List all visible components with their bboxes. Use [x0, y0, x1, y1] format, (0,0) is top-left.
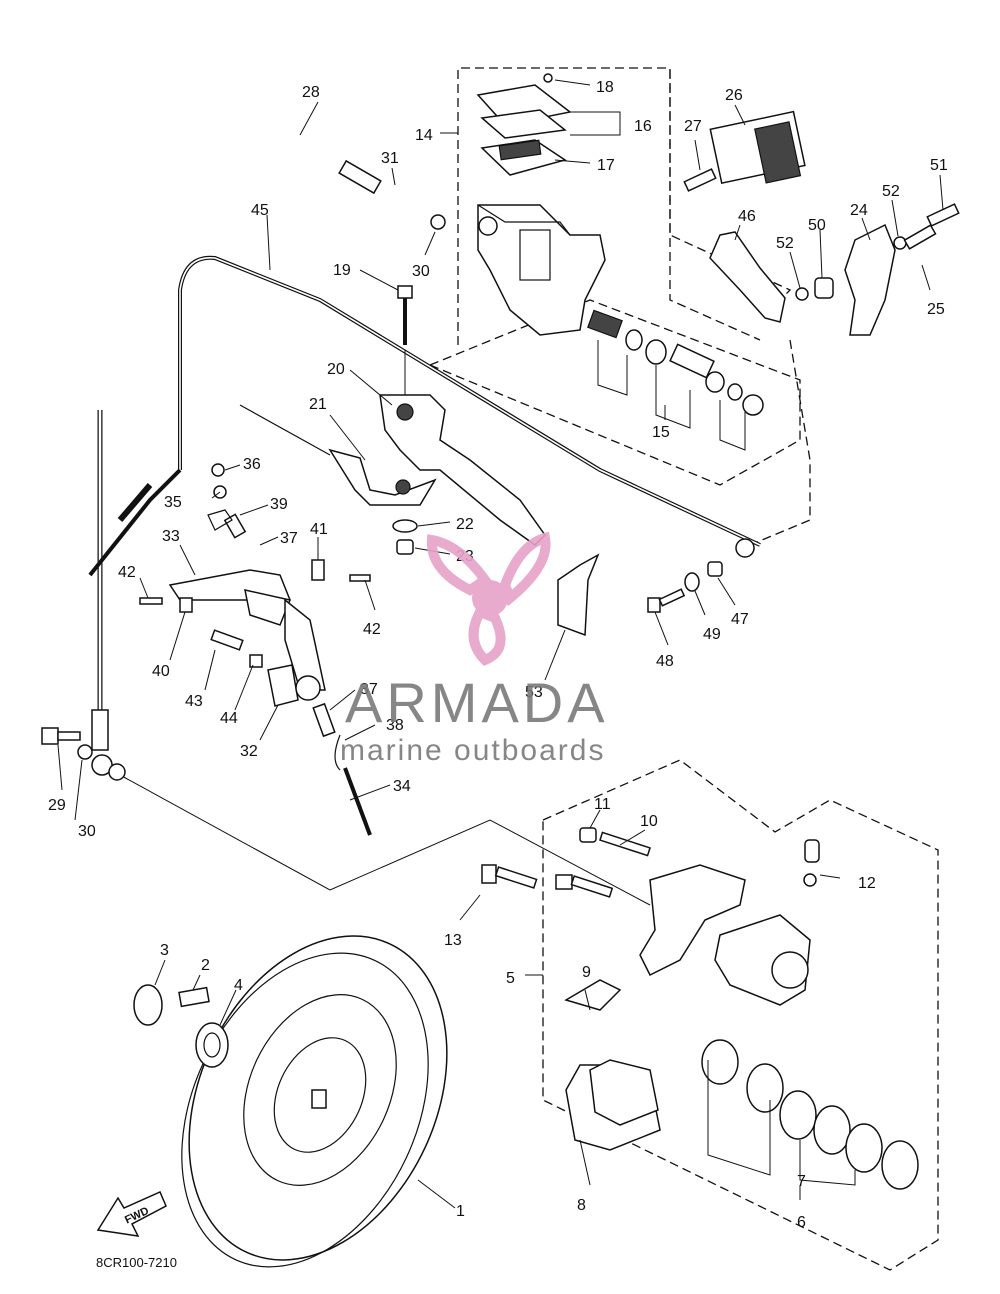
callout-30-lower: 30 [78, 823, 96, 840]
piston-parts [587, 309, 764, 451]
callout-43: 43 [185, 693, 203, 710]
callout-44: 44 [220, 710, 238, 727]
brake-disc [181, 935, 448, 1268]
small-hardware-right [557, 553, 723, 637]
callout-4: 4 [234, 977, 243, 994]
disc-hardware [133, 984, 229, 1068]
callout-49: 49 [703, 626, 721, 643]
callout-46: 46 [738, 208, 756, 225]
callout-labels: 1 2 3 4 5 6 7 8 9 10 11 12 13 14 15 16 1… [48, 79, 948, 1231]
callout-35: 35 [164, 494, 182, 511]
caliper-assembly [481, 827, 919, 1190]
master-cylinder [397, 73, 764, 451]
watermark-tagline: marine outboards [340, 734, 605, 767]
callout-36: 36 [243, 456, 261, 473]
callout-52-right: 52 [882, 183, 900, 200]
callout-14: 14 [415, 127, 433, 144]
callout-45: 45 [251, 202, 269, 219]
callout-52-left: 52 [776, 235, 794, 252]
callout-29: 29 [48, 797, 66, 814]
callout-12: 12 [858, 875, 876, 892]
propeller-logo-icon [426, 531, 551, 666]
nut-23 [396, 539, 414, 555]
callout-28: 28 [302, 84, 320, 101]
brake-cable-45 [88, 255, 761, 577]
callout-2: 2 [201, 957, 210, 974]
callout-33: 33 [162, 528, 180, 545]
callout-47: 47 [731, 611, 749, 628]
callout-19: 19 [333, 262, 351, 279]
callout-15: 15 [652, 424, 670, 441]
callout-48: 48 [656, 653, 674, 670]
callout-11: 11 [594, 796, 611, 813]
rear-lever-assembly [683, 110, 960, 336]
callout-25: 25 [927, 301, 945, 318]
washer-22 [392, 519, 418, 533]
brake-cable-28 [91, 93, 382, 751]
callout-8: 8 [577, 1197, 586, 1214]
callout-42-right: 42 [363, 621, 381, 638]
callout-leaders [57, 79, 944, 1209]
callout-22: 22 [456, 516, 474, 533]
callout-32: 32 [240, 743, 258, 760]
callout-42-left: 42 [118, 564, 136, 581]
callout-13: 13 [444, 932, 462, 949]
callout-40: 40 [152, 663, 170, 680]
watermark-brand: ARMADA [345, 671, 609, 734]
callout-10: 10 [640, 813, 658, 830]
callout-1: 1 [456, 1203, 465, 1220]
callout-26: 26 [725, 87, 743, 104]
callout-31: 31 [381, 150, 399, 167]
callout-51: 51 [930, 157, 948, 174]
armada-watermark: ARMADA marine outboards [340, 531, 609, 767]
callout-5: 5 [506, 970, 515, 987]
callout-37-upper: 37 [280, 530, 298, 547]
linkage-assembly [139, 463, 372, 836]
bolt-29-washers [41, 214, 446, 781]
callout-38: 38 [386, 717, 404, 734]
callout-20: 20 [327, 361, 345, 378]
callout-9: 9 [582, 964, 591, 981]
callout-17: 17 [597, 157, 615, 174]
callout-50: 50 [808, 217, 826, 234]
callout-53: 53 [525, 684, 543, 701]
callout-30-upper: 30 [412, 263, 430, 280]
fwd-arrow-icon: FWD [96, 1191, 167, 1237]
brake-pedal [239, 394, 546, 546]
callout-6: 6 [797, 1214, 806, 1231]
callout-34: 34 [393, 778, 411, 795]
callout-37-lower: 37 [360, 681, 378, 698]
callout-41: 41 [310, 521, 328, 538]
callout-3: 3 [160, 942, 169, 959]
callout-21: 21 [309, 396, 327, 413]
callout-7: 7 [797, 1173, 806, 1190]
callout-18: 18 [596, 79, 614, 96]
callout-16: 16 [634, 118, 652, 135]
callout-24: 24 [850, 202, 868, 219]
callout-39: 39 [270, 496, 288, 513]
callout-27: 27 [684, 118, 702, 135]
drawing-code: 8CR100-7210 [96, 1255, 177, 1270]
